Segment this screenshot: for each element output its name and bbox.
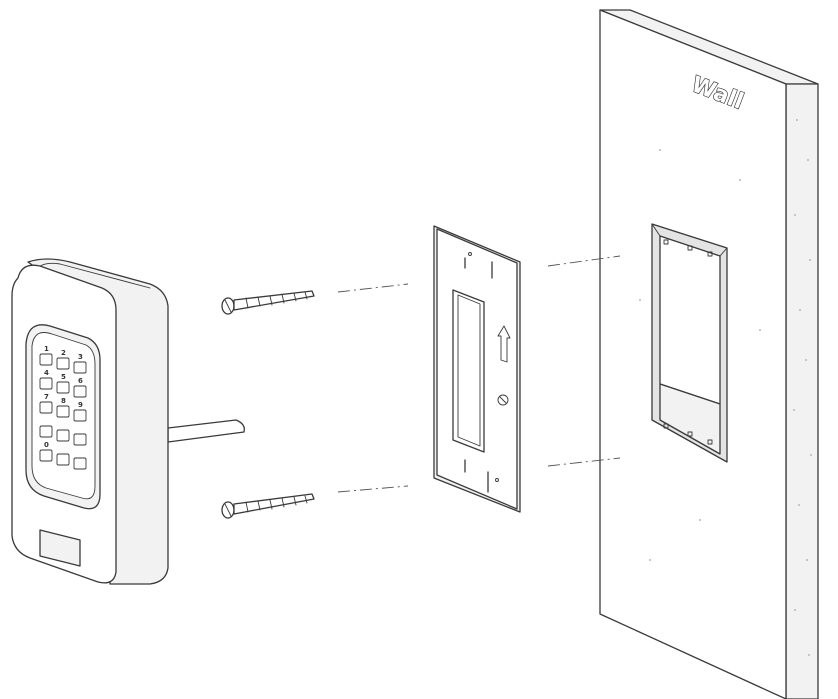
arrow-up-icon	[497, 325, 511, 363]
wall: Wall	[599, 9, 819, 699]
mounting-plate	[433, 225, 521, 513]
keypad-keys	[39, 353, 87, 470]
key-digit: 1	[44, 345, 49, 353]
screw-icon	[221, 493, 315, 519]
wall-box-opening	[651, 223, 728, 463]
key-digit: 9	[78, 401, 83, 409]
key-digit: 3	[78, 353, 83, 361]
key-digit: 0	[44, 441, 49, 449]
wall-texture	[639, 119, 812, 656]
screw-icon	[221, 290, 315, 315]
key-digit: 7	[44, 393, 49, 401]
key-digit: 5	[61, 373, 66, 381]
key-digit: 4	[44, 369, 49, 377]
alignment-lines	[337, 255, 621, 493]
key-digit: 6	[78, 377, 83, 385]
key-digit: 2	[61, 349, 66, 357]
keypad-digits: 1 2 3 4 5 6 7 8 9 0	[44, 345, 83, 449]
key-digit: 8	[61, 397, 66, 405]
keypad-device: 1 2 3 4 5 6 7 8 9 0	[11, 258, 169, 585]
cable	[167, 419, 245, 443]
